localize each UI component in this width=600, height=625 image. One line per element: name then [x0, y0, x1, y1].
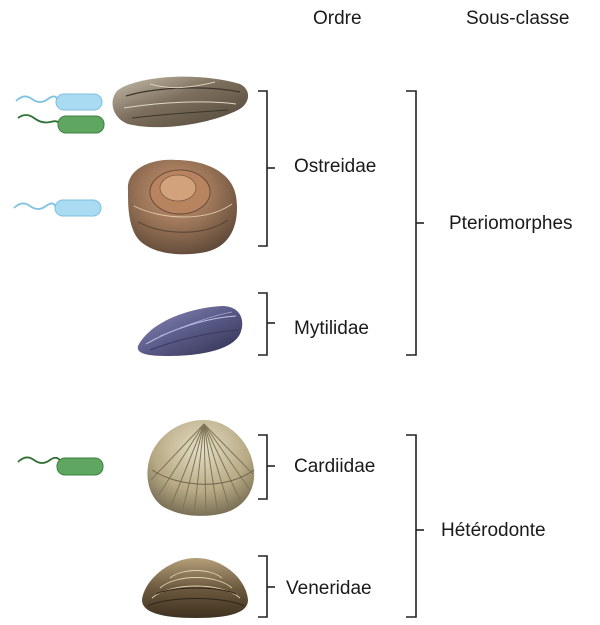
mussel-shell-icon — [138, 306, 242, 356]
cockle-shell-icon — [147, 420, 254, 516]
bracket-pteriomorphes — [406, 91, 424, 355]
label-mytilidae: Mytilidae — [294, 318, 369, 340]
header-ordre: Ordre — [313, 8, 362, 30]
bracket-mytilidae — [258, 293, 275, 355]
blue-bacterium-icon — [16, 94, 102, 110]
oyster-shell-icon — [128, 160, 237, 254]
bracket-ostreidae — [258, 91, 275, 246]
bracket-veneridae — [258, 556, 275, 617]
green-bacterium-icon — [18, 115, 104, 133]
clam-shell-icon — [142, 558, 248, 618]
green-bacterium-icon — [18, 457, 103, 475]
bracket-heterodonte — [406, 435, 424, 617]
label-pteriomorphes: Pteriomorphes — [449, 213, 573, 235]
oyster-shell-icon — [113, 77, 249, 128]
label-cardiidae: Cardiidae — [294, 456, 375, 478]
label-veneridae: Veneridae — [286, 578, 372, 600]
bracket-cardiidae — [258, 435, 275, 499]
header-sous-classe: Sous-classe — [466, 8, 570, 30]
blue-bacterium-icon — [14, 200, 101, 216]
label-ostreidae: Ostreidae — [294, 156, 376, 178]
label-heterodonte: Hétérodonte — [441, 520, 546, 542]
